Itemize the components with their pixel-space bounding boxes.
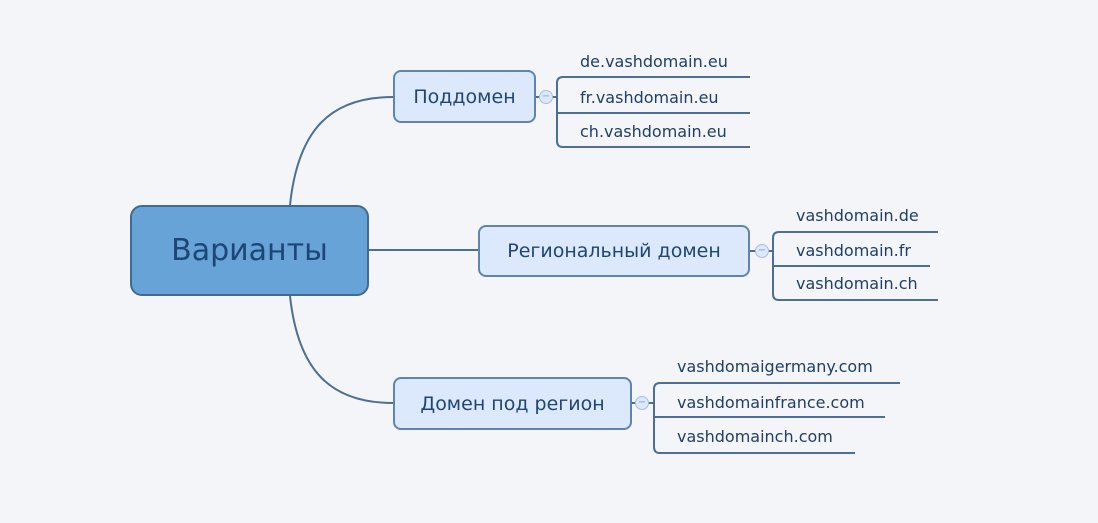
leaf-topic[interactable]: de.vashdomain.eu [580,52,728,71]
leaf-topic[interactable]: vashdomain.de [796,206,919,225]
leaf-topic[interactable]: vashdomainch.com [677,427,833,446]
leaf-topic[interactable]: vashdomaigermany.com [677,357,873,376]
central-topic[interactable]: Варианты [130,205,369,296]
connector-branch-0 [289,96,394,206]
branch-regional-domain[interactable]: Региональный домен [478,225,750,277]
branch-subdomain[interactable]: Поддомен [393,70,536,123]
leaf-topic[interactable]: vashdomain.ch [796,274,918,293]
collapse-toggle-icon[interactable]: − [635,396,649,410]
leaf-topic[interactable]: vashdomainfrance.com [677,393,865,412]
collapse-toggle-icon[interactable]: − [539,90,553,104]
collapse-toggle-icon[interactable]: − [755,244,769,258]
branch-domain-per-region[interactable]: Домен под регион [393,377,632,430]
leaf-topic[interactable]: fr.vashdomain.eu [580,88,719,107]
leaf-topic[interactable]: vashdomain.fr [796,241,911,260]
connector-branch-2 [289,295,394,404]
leaf-topic[interactable]: ch.vashdomain.eu [580,122,727,141]
